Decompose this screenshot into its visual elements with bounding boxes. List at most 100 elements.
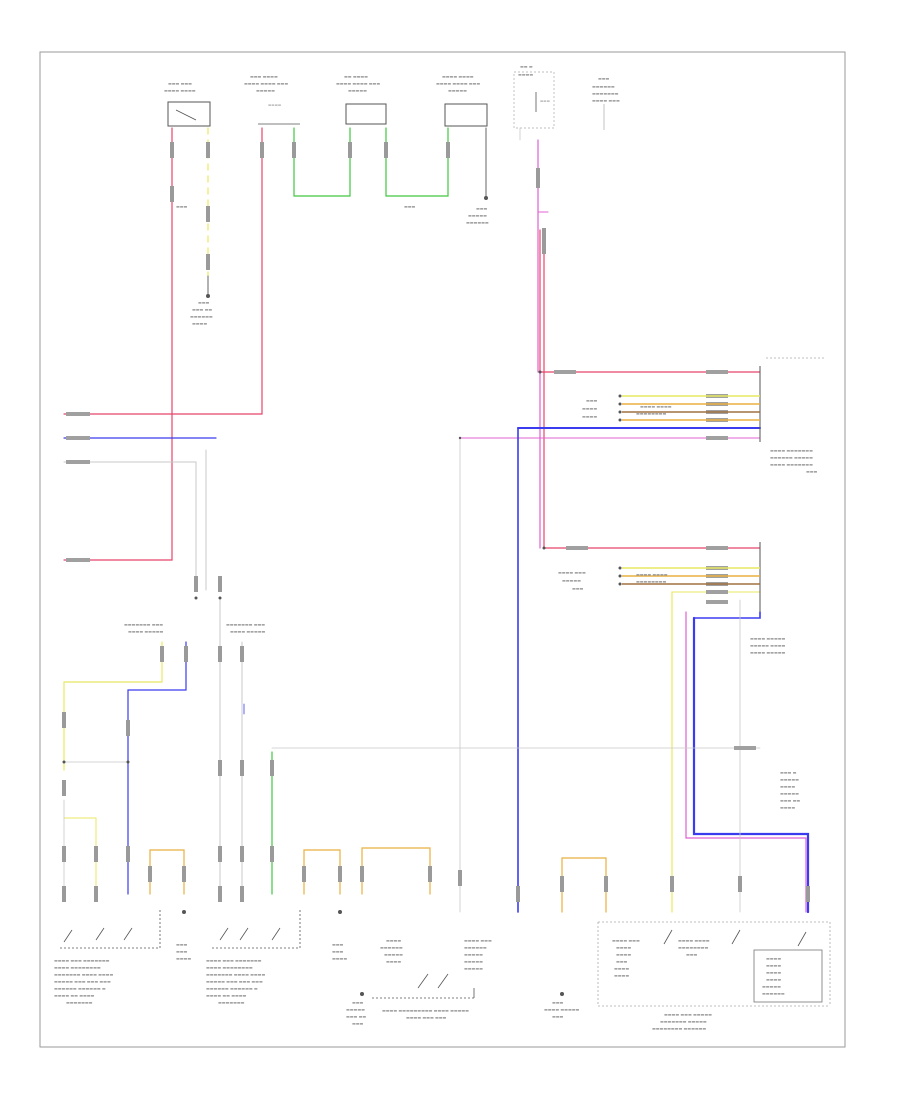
svg-text:▬▬▬▬ ▬▬▬: ▬▬▬▬ ▬▬▬	[612, 938, 640, 943]
svg-text:▬▬▬▬: ▬▬▬▬	[614, 973, 629, 978]
svg-text:▬▬▬▬ ▬▬▬ ▬▬▬▬▬▬▬: ▬▬▬▬ ▬▬▬ ▬▬▬▬▬▬▬	[54, 958, 110, 963]
component-top-1	[167, 101, 211, 127]
svg-text:▬▬▬▬: ▬▬▬▬	[766, 970, 781, 975]
svg-text:▬▬▬▬▬▬▬▬: ▬▬▬▬▬▬▬▬	[636, 411, 666, 416]
svg-text:▬▬▬▬▬▬: ▬▬▬▬▬▬	[380, 945, 403, 950]
svg-text:▬▬▬▬▬: ▬▬▬▬▬	[762, 984, 781, 989]
svg-text:▬▬▬▬▬▬▬ ▬▬▬: ▬▬▬▬▬▬▬ ▬▬▬	[226, 622, 265, 627]
wire-blue-4	[693, 611, 761, 619]
svg-text:▬▬▬▬: ▬▬▬▬	[386, 938, 401, 943]
svg-text:▬▬▬▬ ▬▬▬▬▬▬▬▬: ▬▬▬▬ ▬▬▬▬▬▬▬▬	[54, 965, 101, 970]
wire-blue-6	[127, 641, 187, 895]
svg-text:▬▬▬▬: ▬▬▬▬	[192, 321, 207, 326]
diagram-frame	[39, 51, 846, 1048]
svg-text:▬▬▬▬▬▬▬ ▬▬▬▬ ▬▬▬▬: ▬▬▬▬▬▬▬ ▬▬▬▬ ▬▬▬▬	[206, 972, 265, 977]
wire-yellow-3	[63, 817, 97, 895]
svg-text:▬▬▬▬: ▬▬▬▬	[518, 72, 533, 77]
svg-text:▬▬▬▬▬▬▬: ▬▬▬▬▬▬▬	[592, 91, 619, 96]
svg-text:▬▬▬▬ ▬▬▬▬▬▬▬: ▬▬▬▬ ▬▬▬▬▬▬▬	[770, 448, 813, 453]
svg-text:▬▬▬▬▬: ▬▬▬▬▬	[468, 213, 487, 218]
svg-text:▬▬▬▬▬: ▬▬▬▬▬	[346, 1007, 365, 1012]
svg-text:▬▬▬▬▬▬ ▬▬▬▬▬▬ ▬: ▬▬▬▬▬▬ ▬▬▬▬▬▬ ▬	[54, 986, 106, 991]
svg-text:▬▬▬: ▬▬▬	[540, 99, 550, 103]
svg-text:▬▬▬: ▬▬▬	[806, 469, 818, 474]
svg-text:▬▬▬▬▬: ▬▬▬▬▬	[256, 88, 275, 93]
wire-pink-4	[685, 611, 807, 913]
svg-text:▬▬▬: ▬▬▬	[352, 1000, 364, 1005]
svg-text:▬▬▬▬▬: ▬▬▬▬▬	[448, 88, 467, 93]
svg-text:▬▬▬▬▬▬: ▬▬▬▬▬▬	[464, 945, 487, 950]
wire-network	[63, 127, 810, 914]
svg-text:▬▬▬▬: ▬▬▬▬	[582, 406, 597, 411]
middle-labels: ▬▬▬▬▬▬▬ ▬▬▬ ▬▬▬▬ ▬▬▬▬▬ ▬▬▬▬▬▬▬ ▬▬▬ ▬▬▬▬ …	[124, 622, 266, 634]
svg-text:▬▬▬: ▬▬▬	[552, 1000, 564, 1005]
svg-text:▬▬▬▬ ▬▬▬▬▬: ▬▬▬▬ ▬▬▬▬▬	[750, 650, 786, 655]
svg-text:▬▬▬▬▬▬: ▬▬▬▬▬▬	[762, 991, 785, 996]
svg-text:▬▬▬▬▬▬▬: ▬▬▬▬▬▬▬	[218, 1000, 245, 1005]
svg-text:▬▬▬▬▬▬▬ ▬▬▬▬ ▬▬▬▬: ▬▬▬▬▬▬▬ ▬▬▬▬ ▬▬▬▬	[54, 972, 113, 977]
svg-text:▬▬▬▬ ▬▬▬▬: ▬▬▬▬ ▬▬▬▬	[636, 572, 668, 577]
svg-text:▬▬▬▬▬▬: ▬▬▬▬▬▬	[466, 220, 489, 225]
svg-text:▬▬▬: ▬▬▬	[572, 586, 584, 591]
wire-yellow-2	[63, 641, 163, 771]
wire-orange-1	[149, 849, 185, 895]
svg-text:▬▬▬▬ ▬▬▬▬▬: ▬▬▬▬ ▬▬▬▬▬	[750, 636, 786, 641]
svg-text:▬▬▬▬: ▬▬▬▬	[616, 945, 631, 950]
svg-text:▬▬▬: ▬▬▬	[176, 949, 188, 954]
svg-text:▬▬▬▬ ▬▬▬ ▬▬▬: ▬▬▬▬ ▬▬▬ ▬▬▬	[406, 1015, 447, 1020]
wire-red-2	[63, 127, 263, 415]
svg-text:▬▬▬▬▬: ▬▬▬▬▬	[348, 88, 367, 93]
svg-text:▬▬▬▬▬▬ ▬▬▬▬▬▬ ▬: ▬▬▬▬▬▬ ▬▬▬▬▬▬ ▬	[206, 986, 258, 991]
svg-text:▬▬▬▬ ▬▬▬ ▬▬▬▬▬: ▬▬▬▬ ▬▬▬ ▬▬▬▬▬	[664, 1012, 712, 1017]
svg-text:▬▬▬▬ ▬▬ ▬▬▬▬: ▬▬▬▬ ▬▬ ▬▬▬▬	[54, 993, 95, 998]
svg-text:▬▬▬ ▬: ▬▬▬ ▬	[780, 770, 797, 775]
svg-text:▬▬▬▬ ▬▬▬▬: ▬▬▬▬ ▬▬▬▬	[442, 74, 474, 79]
svg-text:▬▬▬▬ ▬▬▬▬▬▬▬▬▬ ▬▬▬▬ ▬▬▬▬▬: ▬▬▬▬ ▬▬▬▬▬▬▬▬▬ ▬▬▬▬ ▬▬▬▬▬	[382, 1008, 469, 1013]
svg-text:▬▬▬: ▬▬▬	[332, 949, 344, 954]
svg-text:▬▬▬▬: ▬▬▬▬	[766, 977, 781, 982]
svg-text:▬▬▬▬▬: ▬▬▬▬▬	[780, 791, 799, 796]
svg-text:▬▬▬▬ ▬▬▬▬▬▬▬▬: ▬▬▬▬ ▬▬▬▬▬▬▬▬	[206, 965, 253, 970]
ground-points: ▬▬▬ ▬▬▬▬▬ ▬▬▬▬▬▬ ▬▬▬ ▬▬▬ ▬▬ ▬▬▬▬▬▬ ▬▬▬▬ …	[176, 196, 489, 326]
svg-text:▬▬▬▬▬: ▬▬▬▬▬	[464, 966, 483, 971]
svg-text:▬▬▬: ▬▬▬	[686, 952, 698, 957]
svg-text:▬▬▬: ▬▬▬	[332, 942, 344, 947]
svg-text:▬▬▬▬▬▬▬▬: ▬▬▬▬▬▬▬▬	[636, 579, 666, 584]
svg-text:▬▬▬▬: ▬▬▬▬	[268, 103, 281, 107]
wire-orange-3	[361, 847, 431, 895]
ground-point-1	[484, 196, 488, 200]
svg-text:▬▬▬▬ ▬▬▬▬ ▬▬▬: ▬▬▬▬ ▬▬▬▬ ▬▬▬	[336, 81, 380, 86]
svg-text:▬▬▬▬ ▬▬▬: ▬▬▬▬ ▬▬▬	[464, 938, 492, 943]
svg-text:▬▬▬ ▬▬: ▬▬▬ ▬▬	[192, 307, 212, 312]
svg-text:▬▬▬▬▬▬ ▬▬▬▬▬: ▬▬▬▬▬▬ ▬▬▬▬▬	[770, 455, 813, 460]
wire-blue-5	[692, 616, 810, 914]
svg-text:▬▬▬▬▬: ▬▬▬▬▬	[562, 578, 581, 583]
svg-text:▬▬▬ ▬▬: ▬▬▬ ▬▬	[780, 798, 800, 803]
splice-marks	[62, 370, 546, 764]
svg-text:▬▬▬▬▬▬▬ ▬▬▬▬▬: ▬▬▬▬▬▬▬ ▬▬▬▬▬	[660, 1019, 707, 1024]
right-connectors: ▬▬▬ ▬▬▬▬ ▬▬▬▬ ▬▬▬▬ ▬▬▬▬ ▬▬▬▬▬▬▬▬ ▬▬▬▬ ▬▬…	[558, 357, 826, 810]
wire-red-3	[539, 229, 761, 373]
svg-text:▬▬▬▬▬▬: ▬▬▬▬▬▬	[190, 314, 213, 319]
svg-text:▬▬▬▬ ▬▬▬ ▬▬▬▬▬▬▬: ▬▬▬▬ ▬▬▬ ▬▬▬▬▬▬▬	[206, 958, 262, 963]
svg-text:▬▬▬▬▬: ▬▬▬▬▬	[384, 952, 403, 957]
svg-text:▬▬▬▬ ▬▬▬▬▬: ▬▬▬▬ ▬▬▬▬▬	[544, 1007, 580, 1012]
svg-text:▬▬▬▬: ▬▬▬▬	[582, 414, 597, 419]
wire-green-1	[293, 127, 351, 197]
svg-text:▬▬▬▬ ▬▬▬▬: ▬▬▬▬ ▬▬▬▬	[678, 938, 710, 943]
svg-text:▬▬▬▬: ▬▬▬▬	[176, 956, 191, 961]
svg-text:▬▬▬▬▬: ▬▬▬▬▬	[780, 777, 799, 782]
svg-text:▬▬▬▬: ▬▬▬▬	[616, 952, 631, 957]
svg-text:▬▬▬: ▬▬▬	[198, 300, 210, 305]
svg-text:▬▬▬ ▬▬: ▬▬▬ ▬▬	[346, 1014, 366, 1019]
svg-text:▬▬▬▬: ▬▬▬▬	[386, 959, 401, 964]
svg-text:▬▬▬▬▬▬: ▬▬▬▬▬▬	[592, 84, 615, 89]
wire-orange-2	[303, 849, 341, 895]
svg-text:▬▬▬: ▬▬▬	[598, 76, 610, 81]
svg-text:▬▬▬▬: ▬▬▬▬	[766, 956, 781, 961]
wire-green-2	[385, 127, 449, 197]
svg-text:▬▬▬▬▬ ▬▬▬ ▬▬▬ ▬▬▬: ▬▬▬▬▬ ▬▬▬ ▬▬▬ ▬▬▬	[206, 979, 263, 984]
svg-text:▬▬▬▬▬ ▬▬▬ ▬▬▬ ▬▬▬: ▬▬▬▬▬ ▬▬▬ ▬▬▬ ▬▬▬	[54, 979, 111, 984]
svg-text:▬▬▬▬: ▬▬▬▬	[780, 784, 795, 789]
svg-text:▬▬▬▬ ▬▬▬▬ ▬▬▬: ▬▬▬▬ ▬▬▬▬ ▬▬▬	[436, 81, 480, 86]
